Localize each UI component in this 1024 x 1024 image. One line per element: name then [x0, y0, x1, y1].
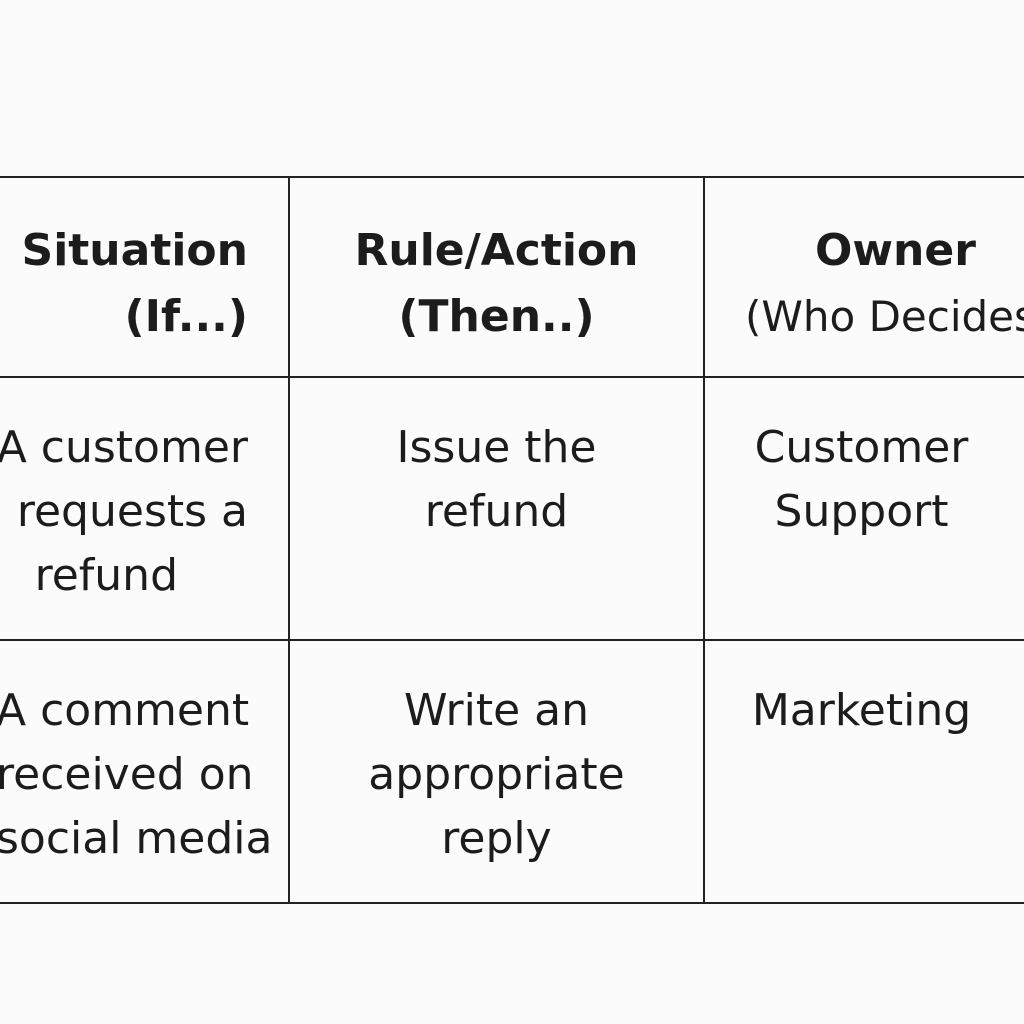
cell-text-line: Support — [774, 486, 949, 537]
cell-situation: A customer requests a refund — [0, 376, 290, 641]
decision-table-wrapper: Situation (If...) Rule/Action (Then..) O… — [0, 176, 1024, 904]
header-owner-subtitle: (Who Decides) — [745, 292, 1024, 341]
cell-text-line: refund — [34, 550, 178, 601]
cell-text-line: Marketing — [751, 685, 972, 736]
header-row: Situation (If...) Rule/Action (Then..) O… — [0, 176, 1024, 378]
cell-action: Write an appropriate reply — [288, 639, 705, 904]
header-owner-title: Owner — [815, 225, 976, 276]
header-owner: Owner (Who Decides) — [703, 176, 1024, 378]
header-situation-title: Situation — [21, 225, 249, 276]
header-situation: Situation (If...) — [0, 176, 290, 378]
cell-text-line: social media — [0, 813, 273, 864]
cell-owner: Customer Support — [703, 376, 1024, 641]
table-row: A customer requests a refund Issue the r… — [0, 376, 1024, 641]
cell-text-line: received on — [0, 749, 254, 800]
cell-text-line: reply — [441, 813, 552, 864]
cell-text-line: Customer — [754, 422, 969, 473]
table-row: A comment received on social media Write… — [0, 639, 1024, 904]
header-action-subtitle: (Then..) — [398, 291, 595, 342]
header-action: Rule/Action (Then..) — [288, 176, 705, 378]
cell-text-line: A comment — [0, 685, 250, 736]
header-action-title: Rule/Action — [354, 225, 639, 276]
decision-table: Situation (If...) Rule/Action (Then..) O… — [0, 176, 1024, 904]
cell-owner: Marketing — [703, 639, 1024, 904]
cell-text-line: appropriate — [368, 749, 625, 800]
cell-text-line: Write an — [403, 685, 589, 736]
header-situation-subtitle: (If...) — [124, 291, 248, 342]
cell-text-line: Issue the — [396, 422, 597, 473]
cell-text-line: refund — [424, 486, 569, 537]
cell-text-line: requests a — [16, 486, 248, 537]
cell-action: Issue the refund — [288, 376, 705, 641]
cell-situation: A comment received on social media — [0, 639, 290, 904]
cell-text-line: A customer — [0, 422, 248, 473]
